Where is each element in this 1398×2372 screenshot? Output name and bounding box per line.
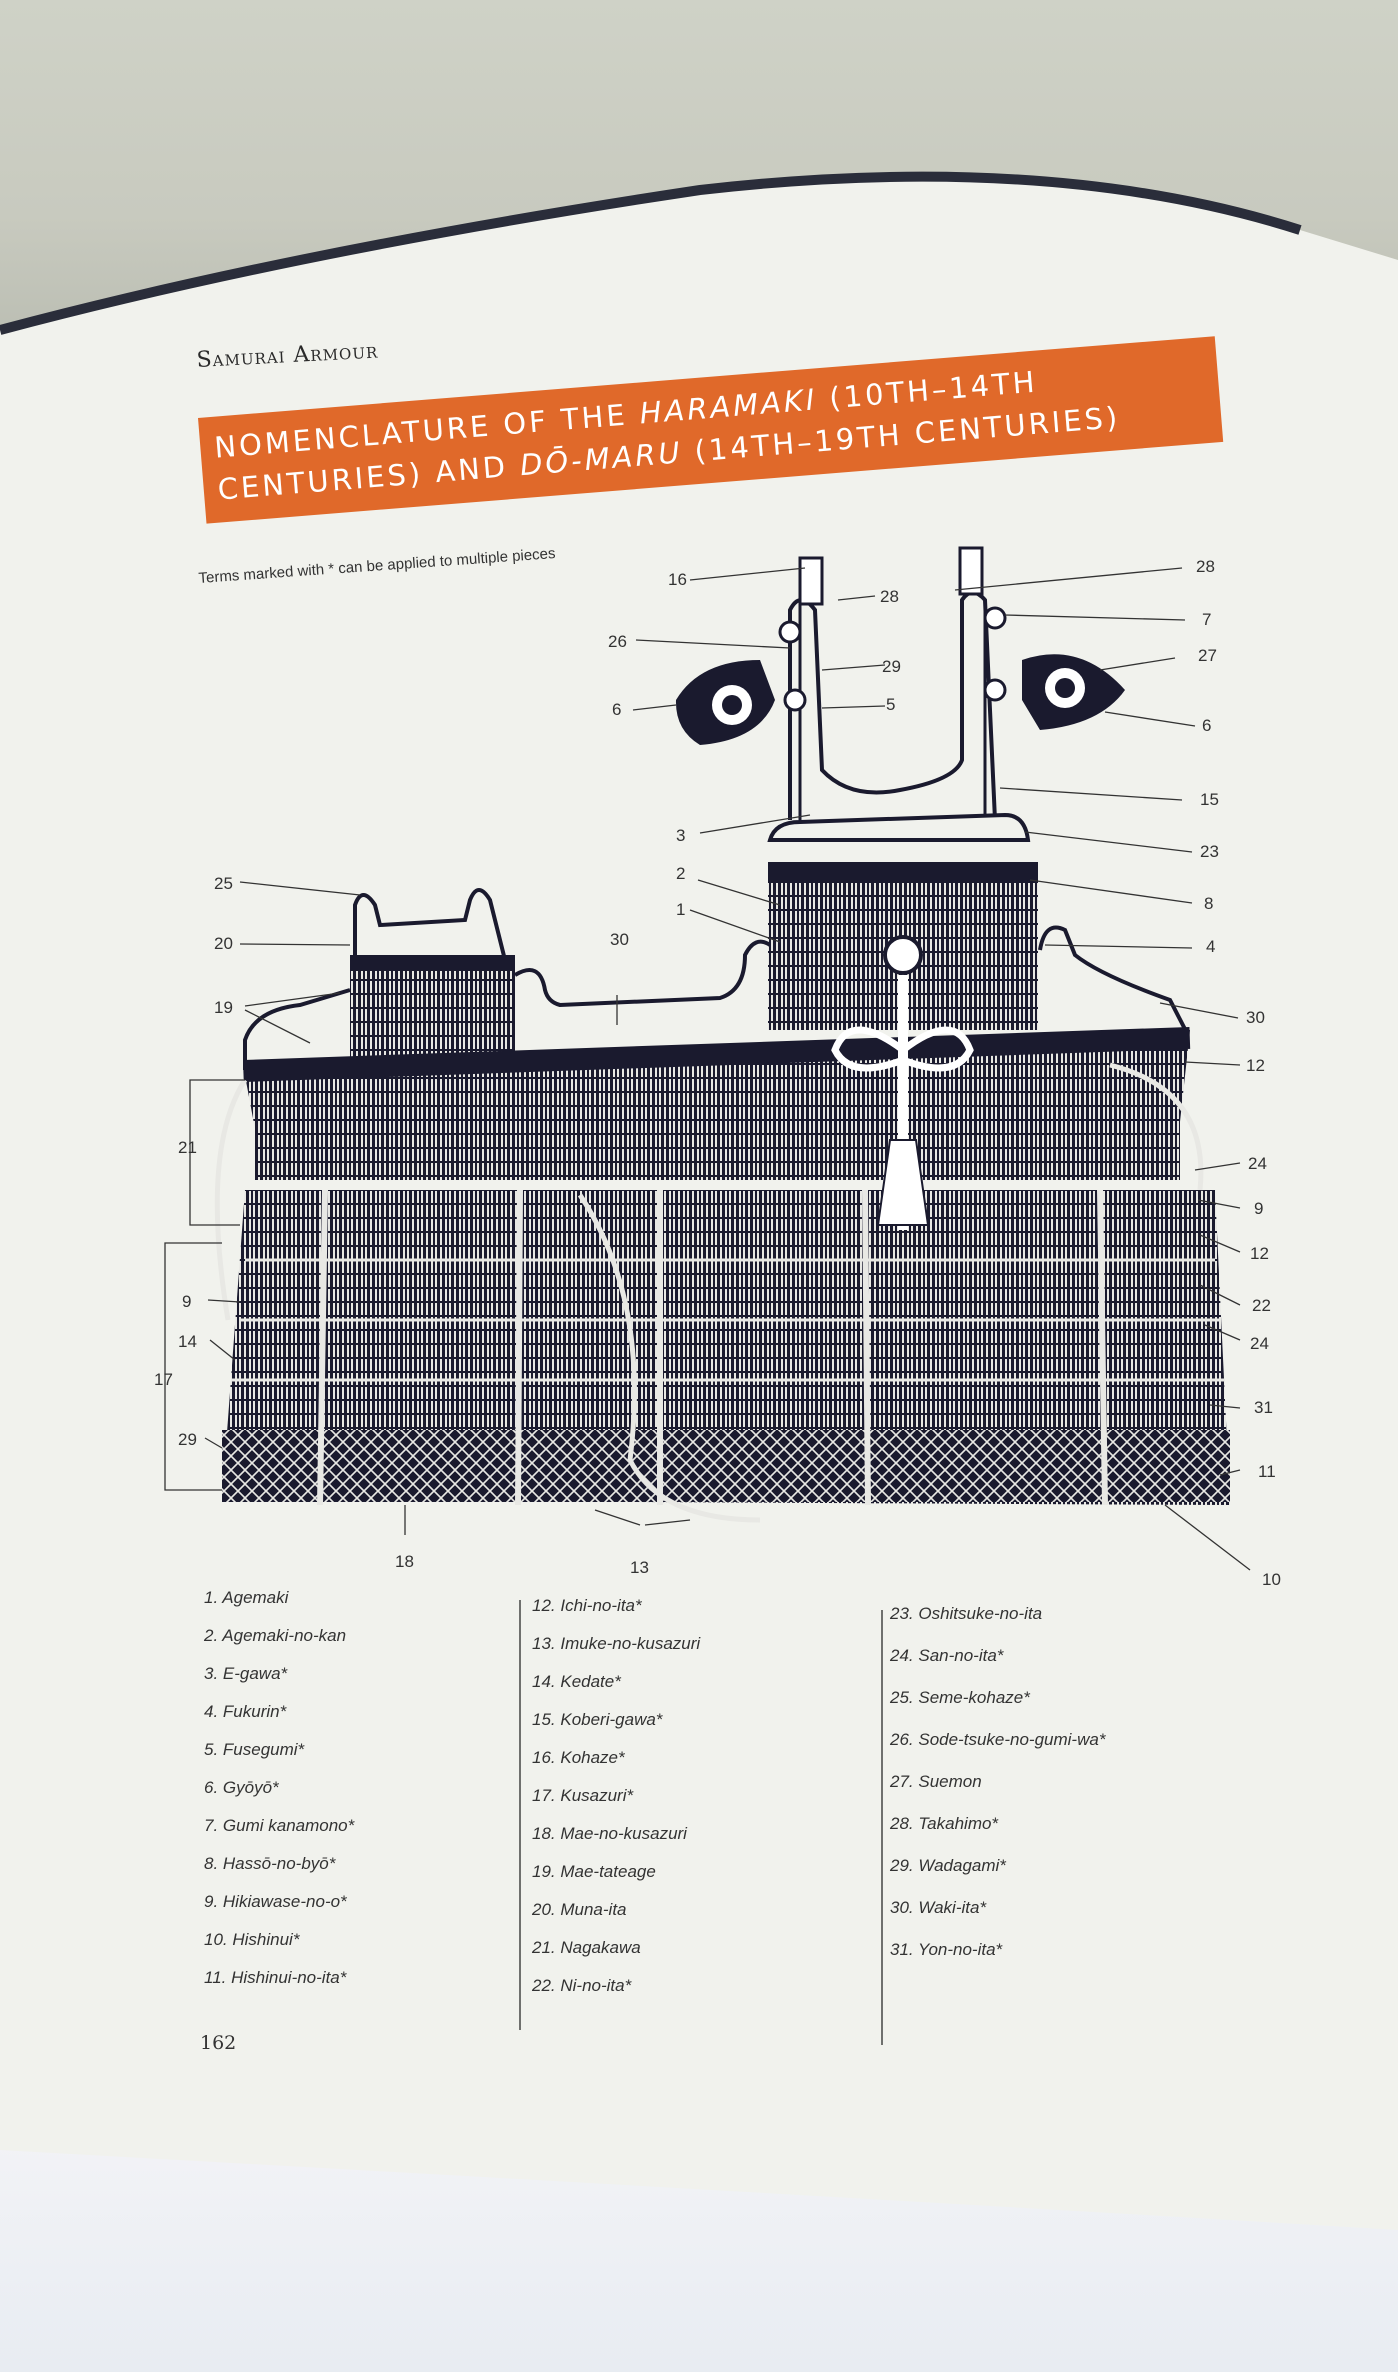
gyoyo-left — [675, 660, 775, 745]
legend-item: 1. Agemaki — [204, 1588, 289, 1607]
legend-item: 18. Mae-no-kusazuri — [532, 1824, 687, 1843]
callout-9: 9 — [182, 1292, 192, 1311]
callout-10: 10 — [1262, 1570, 1281, 1589]
legend-item: 22. Ni-no-ita* — [532, 1976, 632, 1995]
callout-28: 28 — [880, 587, 899, 606]
legend-item: 13. Imuke-no-kusazuri — [532, 1634, 701, 1653]
legend-item: 12. Ichi-no-ita* — [532, 1596, 642, 1615]
legend-item: 28. Takahimo* — [890, 1814, 999, 1833]
legend-item: 8. Hassō-no-byō* — [204, 1854, 336, 1873]
callout-12: 12 — [1246, 1056, 1265, 1075]
callout-2: 2 — [676, 864, 686, 883]
callout-29: 29 — [882, 657, 901, 676]
callout-21: 21 — [178, 1138, 197, 1157]
legend-item: 17. Kusazuri* — [532, 1786, 634, 1805]
callout-16: 16 — [668, 570, 687, 589]
callout-11: 11 — [1258, 1462, 1276, 1481]
callout-19: 19 — [214, 998, 233, 1017]
legend-item: 23. Oshitsuke-no-ita — [890, 1604, 1043, 1623]
agemaki-bow — [831, 935, 974, 1230]
legend-column-3: 23. Oshitsuke-no-ita 24. San-no-ita* 25.… — [890, 1604, 1105, 1982]
callout-31: 31 — [1254, 1398, 1273, 1417]
callout-23: 23 — [1200, 842, 1219, 861]
legend-item: 16. Kohaze* — [532, 1748, 625, 1767]
legend-item: 31. Yon-no-ita* — [890, 1940, 1003, 1959]
callout-30: 30 — [610, 930, 629, 949]
hishinui-row — [222, 1430, 1230, 1502]
kusazuri-skirt — [222, 1190, 1230, 1505]
legend-item: 7. Gumi kanamono* — [204, 1816, 355, 1835]
legend-item: 15. Koberi-gawa* — [532, 1710, 663, 1729]
legend-item: 9. Hikiawase-no-o* — [204, 1892, 347, 1911]
callout-18: 18 — [395, 1552, 414, 1571]
legend-item: 29. Wadagami* — [890, 1856, 1006, 1875]
callout-25: 25 — [214, 874, 233, 893]
page-number: 162 — [200, 2032, 237, 2054]
callout-22: 22 — [1252, 1296, 1271, 1315]
legend-item: 5. Fusegumi* — [204, 1740, 305, 1759]
callout-14: 14 — [178, 1332, 197, 1351]
legend-column-1: 1. Agemaki 2. Agemaki-no-kan 3. E-gawa* … — [204, 1588, 354, 2006]
legend-item: 11. Hishinui-no-ita* — [204, 1968, 347, 1987]
legend-item: 30. Waki-ita* — [890, 1898, 987, 1917]
callout-6: 6 — [1202, 716, 1212, 735]
callout-27: 27 — [1198, 646, 1217, 665]
callout-6: 6 — [612, 700, 622, 719]
callout-9: 9 — [1254, 1199, 1264, 1218]
callout-24: 24 — [1250, 1334, 1269, 1353]
legend-item: 14. Kedate* — [532, 1672, 621, 1691]
callout-13: 13 — [630, 1558, 649, 1577]
legend-item: 6. Gyōyō* — [204, 1778, 279, 1797]
legend-column-2: 12. Ichi-no-ita* 13. Imuke-no-kusazuri 1… — [532, 1596, 700, 2014]
callout-24: 24 — [1248, 1154, 1267, 1173]
callout-30: 30 — [1246, 1008, 1265, 1027]
legend-item: 2. Agemaki-no-kan — [204, 1626, 347, 1645]
legend-item: 25. Seme-kohaze* — [890, 1688, 1030, 1707]
legend-item: 20. Muna-ita — [532, 1900, 627, 1919]
legend-item: 26. Sode-tsuke-no-gumi-wa* — [890, 1730, 1106, 1749]
legend-item: 27. Suemon — [890, 1772, 982, 1791]
callout-8: 8 — [1204, 894, 1214, 913]
legend-item: 10. Hishinui* — [204, 1930, 300, 1949]
legend-item: 4. Fukurin* — [204, 1702, 287, 1721]
legend-item: 24. San-no-ita* — [890, 1646, 1004, 1665]
callout-20: 20 — [214, 934, 233, 953]
legend-item: 3. E-gawa* — [204, 1664, 288, 1683]
gyoyo-right — [1022, 654, 1125, 730]
kohaze-toggle-right — [958, 546, 984, 596]
callout-4: 4 — [1206, 937, 1216, 956]
legend-item: 21. Nagakawa — [532, 1938, 641, 1957]
callout-26: 26 — [608, 632, 627, 651]
callout-28: 28 — [1196, 557, 1215, 576]
callout-5: 5 — [886, 695, 896, 714]
callout-7: 7 — [1202, 610, 1212, 629]
callout-17: 17 — [154, 1370, 173, 1389]
callout-1: 1 — [676, 900, 686, 919]
callout-15: 15 — [1200, 790, 1219, 809]
legend-item: 19. Mae-tateage — [532, 1862, 656, 1881]
callout-12: 12 — [1250, 1244, 1269, 1263]
kohaze-toggle-left — [798, 556, 824, 606]
callout-29: 29 — [178, 1430, 197, 1449]
callout-3: 3 — [676, 826, 686, 845]
